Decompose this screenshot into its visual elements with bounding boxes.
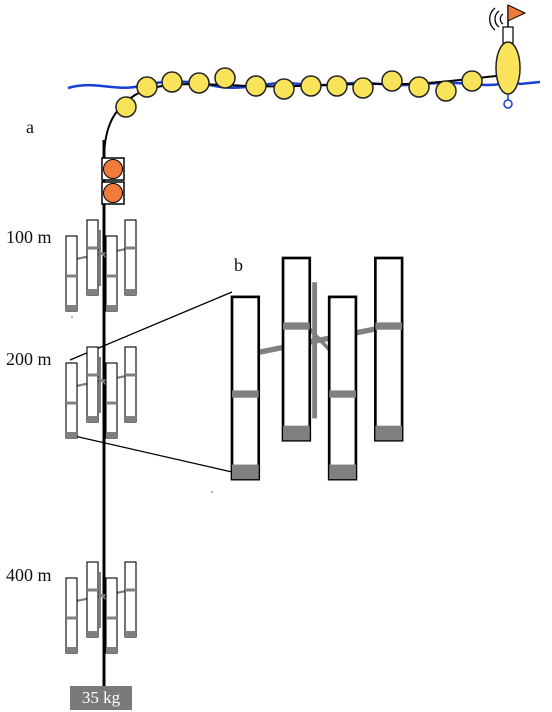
surface-float (408, 76, 430, 98)
trap-array-detail (230, 256, 404, 481)
trap-collector-cup (125, 289, 136, 295)
trap-collector-cup (106, 305, 117, 311)
speck (71, 316, 73, 318)
sediment-trap-tube (105, 235, 118, 312)
trap-band (106, 401, 117, 405)
sediment-trap-tube (105, 577, 118, 654)
trap-band (87, 246, 98, 250)
sediment-trap-tube (86, 219, 99, 296)
trap-band (232, 390, 259, 398)
trap-collector-cup (329, 464, 356, 480)
trap-band (283, 322, 310, 330)
depth-label-100m: 100 m (6, 227, 52, 247)
trap-collector-cup (283, 425, 310, 441)
speck (211, 491, 213, 493)
trap-collector-cup (232, 464, 259, 480)
sediment-trap-tube (124, 346, 137, 423)
depth-label-400m: 400 m (6, 565, 52, 585)
sediment-trap-tube (65, 577, 78, 654)
sediment-trap-tube (65, 362, 78, 439)
subsurface-floats (101, 157, 125, 205)
surface-float-chain (115, 67, 483, 118)
trap-collector-cup (87, 289, 98, 295)
trap-band (66, 274, 77, 278)
trap-collector-cup (125, 631, 136, 637)
sediment-trap-tube (105, 362, 118, 439)
surface-float (245, 75, 267, 97)
flag-icon (507, 4, 527, 22)
surface-float (352, 77, 374, 99)
trap-band (329, 390, 356, 398)
trap-band (66, 401, 77, 405)
sediment-trap-tube (124, 219, 137, 296)
trap-band (87, 373, 98, 377)
trap-collector-cup (106, 432, 117, 438)
sediment-trap-tube (86, 561, 99, 638)
sediment-trap-tube (86, 346, 99, 423)
trap-collector-cup (66, 305, 77, 311)
surface-float (136, 76, 158, 98)
sediment-trap-tube (124, 561, 137, 638)
trap-collector-cup (87, 631, 98, 637)
surface-float (273, 78, 295, 100)
sediment-trap-tube (327, 295, 358, 481)
trap-band (106, 274, 117, 278)
surface-float (435, 80, 457, 102)
trap-array-400m (65, 561, 137, 654)
trap-band (375, 322, 403, 330)
trap-band (125, 588, 136, 592)
trap-collector-cup (106, 647, 117, 653)
trap-collector-cup (375, 425, 403, 441)
trap-band (66, 616, 77, 620)
trap-array-200m (65, 346, 137, 439)
sediment-trap-tube (230, 295, 261, 481)
trap-collector-cup (66, 432, 77, 438)
trap-band (87, 588, 98, 592)
surface-float (381, 70, 403, 92)
trap-collector-cup (125, 416, 136, 422)
sediment-trap-tube (281, 256, 312, 442)
trap-band (106, 616, 117, 620)
trap-array-100m (65, 219, 137, 312)
panel-label-a: a (26, 117, 34, 137)
antenna-signal-icon (489, 7, 504, 31)
panel-label-b: b (234, 255, 243, 275)
trap-collector-cup (66, 647, 77, 653)
surface-float (214, 67, 236, 89)
surface-float (326, 75, 348, 97)
trap-band (125, 246, 136, 250)
trap-band (125, 373, 136, 377)
surface-float (161, 71, 183, 93)
surface-float (115, 96, 137, 118)
anchor-weight: 35 kg (70, 686, 132, 710)
surface-float (188, 72, 210, 94)
sediment-trap-tube (374, 256, 404, 442)
surface-float (300, 75, 322, 97)
surface-float (461, 70, 483, 92)
depth-label-200m: 200 m (6, 349, 52, 369)
trap-collector-cup (87, 416, 98, 422)
sediment-trap-tube (65, 235, 78, 312)
